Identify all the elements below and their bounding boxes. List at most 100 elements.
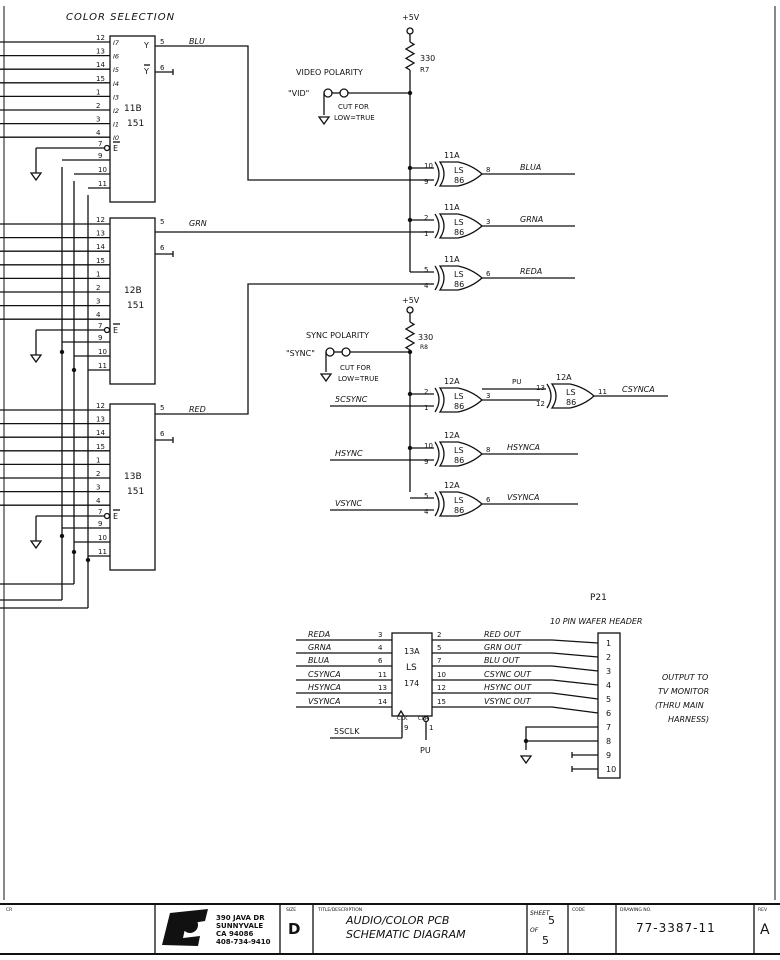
gate-pin-b: 1 bbox=[424, 404, 428, 412]
latch-output-net: RED OUT bbox=[484, 630, 521, 639]
junction-dot bbox=[407, 90, 413, 96]
xor-body bbox=[438, 387, 483, 413]
input-pin-number: 15 bbox=[96, 443, 105, 451]
select-pin-number: 11 bbox=[98, 548, 107, 556]
gate-part-label: LS bbox=[454, 166, 464, 175]
input-pin-label: I5 bbox=[113, 66, 119, 74]
title-line-2: SCHEMATIC DIAGRAM bbox=[346, 928, 466, 941]
ybar-pin-number: 6 bbox=[160, 430, 165, 438]
mux-chip-body bbox=[109, 217, 156, 385]
input-pin-number: 2 bbox=[96, 102, 100, 110]
input-pin-label: I7 bbox=[113, 39, 120, 47]
mux-chips: 11B15112I713I614I515I41I32I23I14I0791011… bbox=[0, 34, 420, 609]
latch-output-net: HSYNC OUT bbox=[484, 683, 532, 692]
supply-terminal bbox=[406, 306, 414, 314]
xor-input-curve bbox=[546, 383, 552, 409]
latch-output-net: BLU OUT bbox=[484, 656, 520, 665]
gate-ref-label: 12A bbox=[444, 377, 460, 386]
mux-chip-part: 151 bbox=[127, 487, 144, 497]
gate-pin-b: 9 bbox=[424, 458, 428, 466]
jumper-pad bbox=[341, 347, 351, 357]
blu-net bbox=[155, 45, 420, 181]
xor-body bbox=[438, 161, 483, 187]
input-pin-number: 3 bbox=[96, 298, 100, 306]
junction-dot bbox=[71, 549, 77, 555]
svg-text:X: X bbox=[191, 915, 198, 925]
xor-body bbox=[438, 491, 483, 517]
xor-input-curve bbox=[434, 441, 440, 467]
xor-body bbox=[550, 383, 595, 409]
gate-pin-b: 1 bbox=[424, 230, 428, 238]
gate-pin-a: 2 bbox=[424, 214, 428, 222]
select-pin-number: 9 bbox=[98, 152, 102, 160]
latch-body bbox=[391, 632, 433, 717]
header-pin-number: 1 bbox=[606, 639, 611, 648]
output-note-line: HARNESS) bbox=[668, 715, 709, 724]
gate-part-label: 86 bbox=[454, 280, 464, 289]
video-jumper-label: "VID" bbox=[288, 89, 309, 98]
ground-triangle bbox=[519, 755, 533, 765]
latch-input-pin: 11 bbox=[378, 671, 387, 679]
input-pin-label: I1 bbox=[113, 121, 119, 129]
y-pin-number: 5 bbox=[160, 404, 164, 412]
header-pin-number: 6 bbox=[606, 709, 611, 718]
gate-pin-out: 11 bbox=[598, 388, 607, 396]
header-body bbox=[597, 632, 621, 779]
junction-dot bbox=[407, 165, 413, 171]
mux-chip-body bbox=[109, 403, 156, 571]
header-wire bbox=[551, 665, 599, 672]
ground-symbol bbox=[29, 354, 43, 364]
video-polarity-label: VIDEO POLARITY bbox=[296, 68, 363, 77]
ground-symbol bbox=[29, 540, 43, 550]
mux-chip-part: 151 bbox=[127, 119, 144, 129]
jumper-pad bbox=[325, 347, 335, 357]
cut-note: LOW=TRUE bbox=[338, 375, 379, 383]
input-pin-number: 1 bbox=[96, 270, 100, 278]
ground-symbol bbox=[319, 373, 333, 383]
gate-output-net: VSYNCA bbox=[507, 493, 539, 502]
gate-pin-out: 6 bbox=[486, 270, 491, 278]
gate-output-net: HSYNCA bbox=[507, 443, 540, 452]
latch-output-pin: 2 bbox=[437, 631, 441, 639]
mux-output-net: RED bbox=[189, 405, 206, 414]
pullup-label: PU bbox=[512, 378, 521, 386]
header-wire bbox=[551, 639, 599, 644]
header-wire bbox=[551, 652, 599, 658]
header-pin-number: 10 bbox=[606, 765, 616, 774]
header-ref: P21 bbox=[590, 593, 607, 603]
input-pin-number: 3 bbox=[96, 484, 100, 492]
title-label: TITLE/DESCRIPTION bbox=[317, 907, 362, 913]
latch-input-pin: 4 bbox=[378, 644, 383, 652]
gate-part-label: LS bbox=[454, 270, 464, 279]
junction-dot bbox=[407, 349, 413, 355]
mux-chip-ref: 13B bbox=[124, 472, 142, 482]
select-pin-number: 11 bbox=[98, 362, 107, 370]
jumper-pad bbox=[339, 88, 349, 98]
gate-pin-a: 13 bbox=[536, 384, 545, 392]
ybar-pin-number: 6 bbox=[160, 64, 165, 72]
gate-part-label: 86 bbox=[454, 402, 464, 411]
select-pin-number: 11 bbox=[98, 180, 107, 188]
clk-pin: 9 bbox=[404, 724, 408, 732]
resistor-ref: R8 bbox=[420, 344, 428, 351]
latch-input-pin: 3 bbox=[378, 631, 382, 639]
output-note-line: TV MONITOR bbox=[658, 687, 709, 696]
resistor-symbol bbox=[404, 41, 416, 71]
latch-output-pin: 5 bbox=[437, 644, 441, 652]
input-pin-label: I4 bbox=[113, 80, 119, 88]
gate-part-label: 86 bbox=[454, 506, 464, 515]
resistor-value: 330 bbox=[418, 333, 433, 342]
latch-output-net: VSYNC OUT bbox=[484, 697, 532, 706]
input-pin-number: 4 bbox=[96, 129, 101, 137]
cut-note: CUT FOR bbox=[338, 103, 369, 111]
header-wire bbox=[551, 679, 599, 686]
gate-part-label: LS bbox=[454, 218, 464, 227]
select-pin-number: 7 bbox=[98, 508, 102, 516]
gate-pin-a: 10 bbox=[424, 162, 433, 170]
